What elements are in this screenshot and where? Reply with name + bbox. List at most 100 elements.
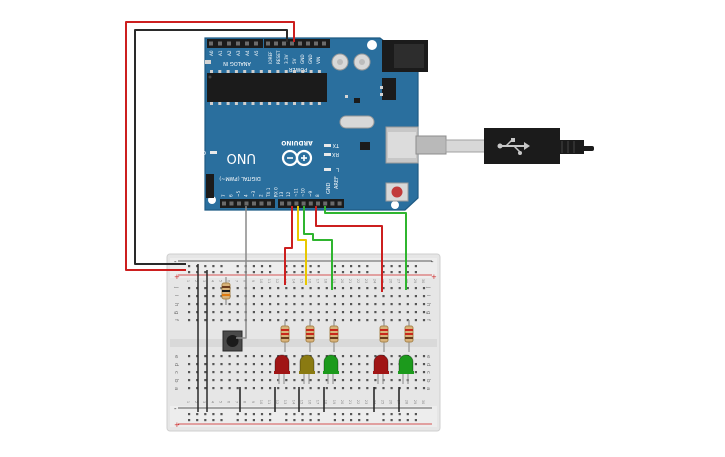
digital-header-pins (222, 201, 342, 206)
breadboard-hole (244, 355, 247, 358)
rail-hole (236, 271, 239, 274)
chip-pin (218, 70, 222, 73)
bottom-power-rail (170, 406, 437, 427)
analog-header-pins (209, 41, 258, 46)
row-letter: h (425, 303, 431, 307)
header-pin (280, 201, 284, 206)
usb-b-port-inner (388, 132, 416, 158)
breadboard-hole (350, 371, 353, 374)
breadboard-hole (374, 379, 377, 382)
column-number: 30 (421, 279, 425, 284)
row-letter: f (425, 319, 431, 322)
column-number: 17 (316, 279, 320, 284)
chip-pin (234, 102, 238, 105)
breadboard-hole (317, 287, 320, 290)
rail-hole (212, 265, 215, 268)
breadboard-hole (244, 379, 247, 382)
rail-hole (398, 265, 401, 268)
breadboard-hole (422, 363, 426, 366)
rail-hole (358, 271, 361, 274)
push-button-cap[interactable] (226, 335, 239, 347)
breadboard-hole (285, 287, 288, 290)
rail-hole (301, 419, 304, 422)
breadboard-hole (309, 379, 312, 382)
rail-hole (406, 419, 409, 422)
column-number: 1 (186, 280, 190, 282)
breadboard-hole (333, 355, 336, 358)
column-number: 23 (364, 400, 368, 405)
breadboard-hole (333, 319, 336, 322)
row-letter: b (173, 379, 179, 383)
header-pin (259, 201, 264, 206)
breadboard-hole (366, 303, 369, 306)
push-button[interactable] (222, 330, 243, 352)
rail-hole (309, 265, 312, 268)
breadboard-hole (390, 371, 393, 374)
breadboard-hole (422, 319, 426, 322)
breadboard-hole (277, 355, 280, 358)
row-letter: c (425, 371, 431, 374)
breadboard-hole (390, 319, 393, 322)
analog-pin-label: A3 (236, 50, 241, 56)
rail-hole (252, 265, 255, 268)
led-resistor (305, 320, 315, 352)
breadboard-hole (366, 363, 369, 366)
breadboard-hole (333, 387, 336, 390)
header-pin (298, 41, 302, 46)
uno-logo-text: UNO (227, 150, 256, 165)
rail-hole (204, 413, 207, 416)
breadboard-hole (196, 379, 199, 382)
digital-pin-label: ~9 (308, 190, 313, 197)
rail-hole (366, 265, 369, 268)
breadboard-hole (260, 371, 264, 374)
analog-pin-label: A2 (227, 50, 232, 56)
crystal-oscillator (339, 115, 375, 129)
header-pin (323, 201, 328, 206)
rail-hole (333, 413, 336, 416)
breadboard-hole (406, 311, 409, 314)
breadboard-hole (382, 287, 385, 290)
rail-hole (414, 271, 417, 274)
breadboard-hole (188, 387, 191, 390)
row-letter: g (425, 311, 431, 315)
rail-hole (204, 271, 207, 274)
column-number: 12 (275, 279, 279, 284)
breadboard-hole (398, 303, 401, 306)
column-number: 2 (194, 401, 198, 403)
rail-hole (390, 265, 393, 268)
rail-hole (188, 271, 191, 274)
digital-pin-label: RX 0 (274, 187, 279, 197)
chip-pins (210, 70, 321, 105)
power-pin-label: RESET (276, 50, 281, 64)
usb-strain-relief (556, 140, 584, 154)
reset-button[interactable] (391, 186, 403, 198)
breadboard-hole (341, 311, 345, 314)
breadboard-hole (212, 311, 215, 314)
breadboard-hole (309, 295, 312, 298)
power-label: POWER (288, 66, 307, 72)
rail-hole (390, 419, 393, 422)
breadboard-hole (269, 387, 272, 390)
rail-hole (317, 265, 320, 268)
mounting-hole (367, 40, 377, 50)
column-number: 1 (186, 401, 190, 403)
rail-hole (382, 413, 385, 416)
breadboard-hole (204, 295, 207, 298)
breadboard-hole (406, 319, 409, 322)
breadboard-hole (285, 295, 288, 298)
breadboard-hole (358, 295, 361, 298)
chip-pin (268, 102, 272, 105)
rail-hole (382, 265, 385, 268)
rail-hole (260, 413, 264, 416)
rail-hole (414, 413, 417, 416)
breadboard-hole (252, 387, 255, 390)
breadboard-hole (333, 379, 336, 382)
analog-pin-label: A4 (245, 50, 250, 56)
breadboard-hole (188, 363, 191, 366)
breadboard-hole (422, 287, 426, 290)
breadboard-hole (317, 319, 320, 322)
breadboard-hole (390, 311, 393, 314)
breadboard-hole (204, 303, 207, 306)
rail-hole (212, 271, 215, 274)
